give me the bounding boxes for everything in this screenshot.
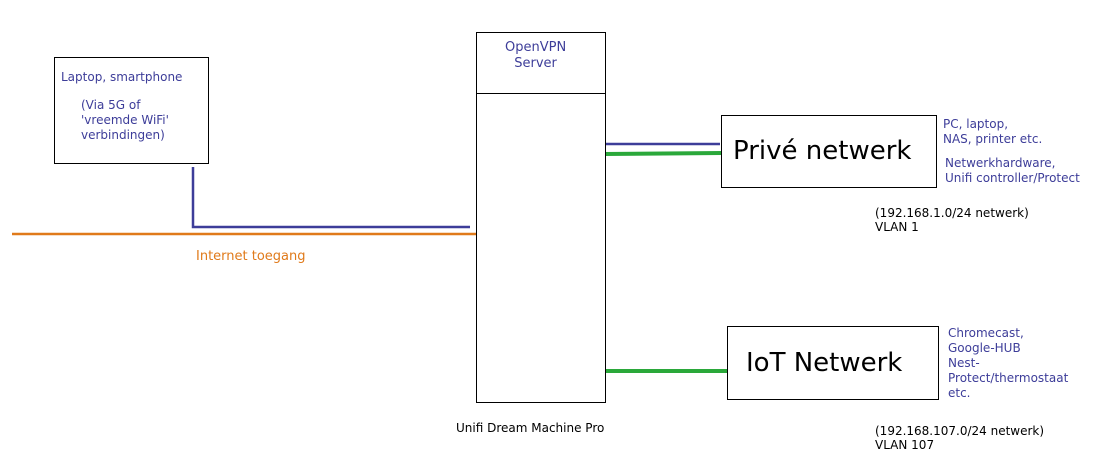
vpn-server-label: OpenVPN Server [505,40,567,71]
laptop-title: Laptop, smartphone [61,70,183,84]
prive-subnet-label: (192.168.1.0/24 netwerk) VLAN 1 [875,206,1029,234]
prive-network-title: Privé netwerk [733,136,912,166]
laptop-note: (Via 5G of 'vreemde WiFi' verbindingen) [81,98,169,142]
router-device-label: Unifi Dream Machine Pro [456,421,605,435]
router-to-prive-green [603,151,723,156]
iot-network-title: IoT Netwerk [746,348,903,378]
laptop-connection-line [191,167,470,229]
internet-label: Internet toegang [196,249,306,264]
laptop-box [54,57,209,164]
router-divider [476,93,606,94]
prive-hardware-label: Netwerkhardware, Unifi controller/Protec… [945,156,1080,185]
iot-subnet-label: (192.168.107.0/24 netwerk) VLAN 107 [875,424,1045,452]
iot-network-box [727,326,939,400]
prive-devices-label: PC, laptop, NAS, printer etc. [943,117,1043,146]
iot-devices-label: Chromecast, Google-HUB Nest- Protect/the… [948,326,1069,400]
prive-network-box [721,115,937,188]
router-box [476,32,606,403]
